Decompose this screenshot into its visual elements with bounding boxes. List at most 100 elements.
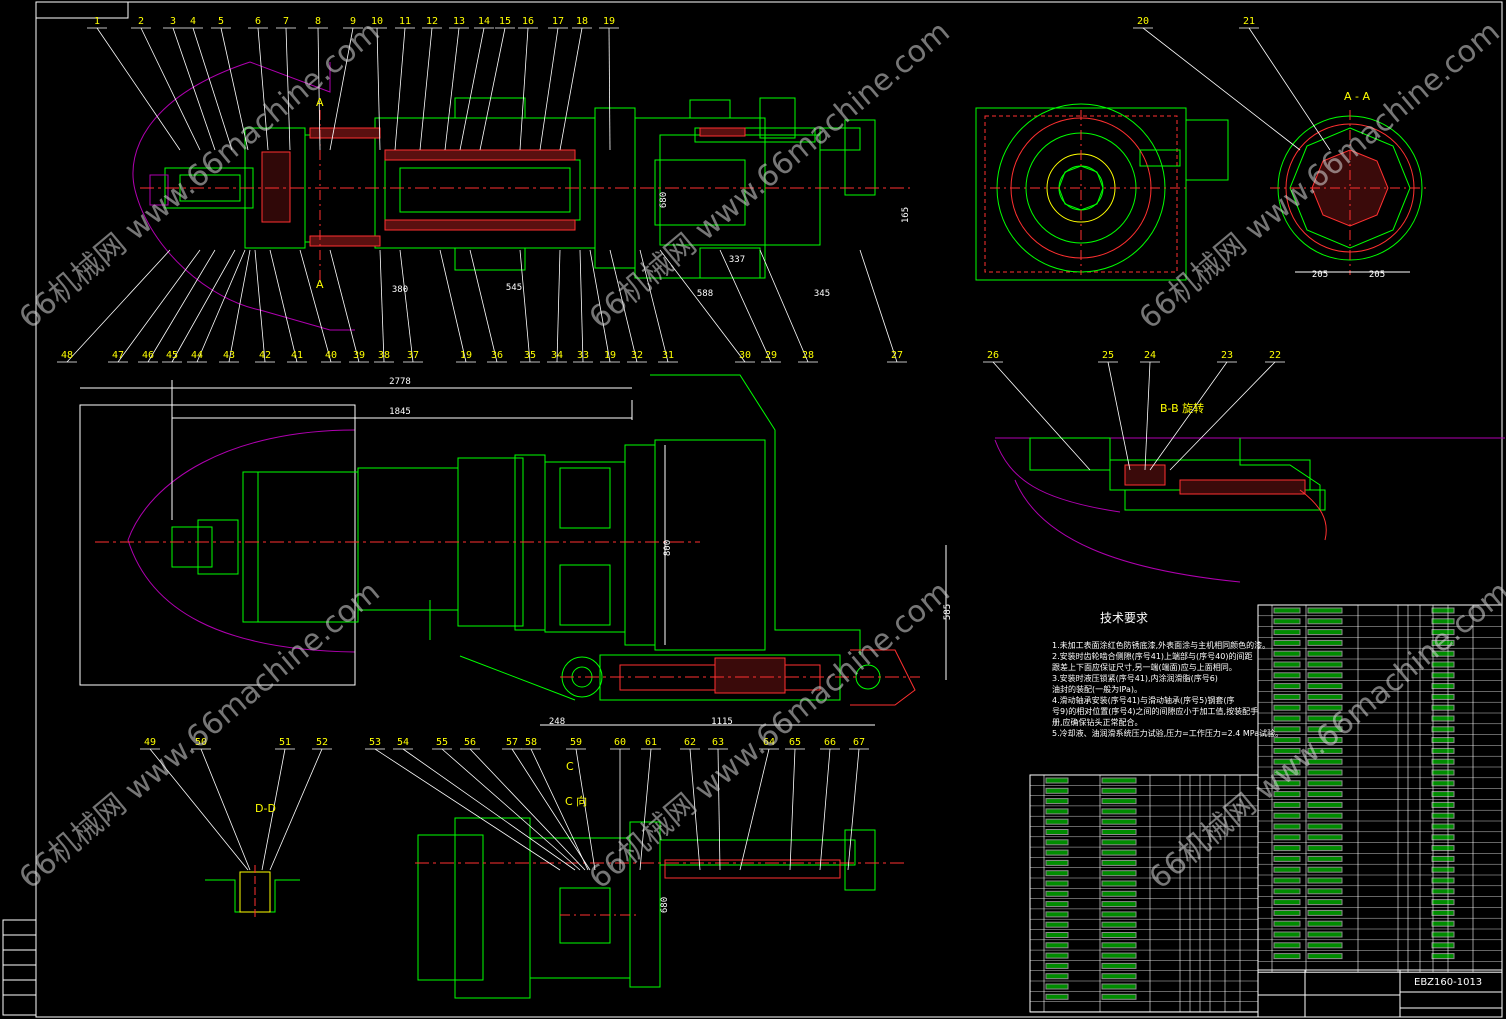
balloon-label: 9 (350, 16, 356, 27)
balloon-26: 26 (983, 350, 1091, 471)
balloon-62: 62 (680, 737, 701, 871)
balloon-64: 64 (739, 737, 779, 871)
balloon-65: 65 (785, 737, 805, 871)
balloon-42: 42 (254, 249, 275, 363)
drawing-number: EBZ160-1013 (1414, 977, 1482, 988)
balloon-label: 34 (551, 350, 563, 361)
balloon-23: 23 (1149, 350, 1237, 471)
balloon-44: 44 (187, 249, 246, 363)
balloon-label: 24 (1144, 350, 1156, 361)
balloon-41: 41 (269, 249, 307, 363)
balloon-label: 62 (684, 737, 696, 748)
balloon-label: 21 (1243, 16, 1255, 27)
balloon-label: 22 (1269, 350, 1281, 361)
balloon-47: 47 (108, 249, 201, 363)
balloon-15: 15 (479, 16, 515, 151)
balloon-label: 20 (1137, 16, 1149, 27)
section-bb-view (994, 437, 1505, 583)
balloon-label: 61 (645, 737, 657, 748)
balloon-3: 3 (163, 16, 216, 151)
balloon-label: 11 (399, 16, 411, 27)
view-labels: A - A B-B 旋转 C 向 D-D A A C (255, 90, 1370, 815)
balloon-label: 59 (570, 737, 582, 748)
balloon-13: 13 (444, 16, 469, 151)
balloon-label: 45 (166, 350, 178, 361)
balloon-label: 39 (353, 350, 365, 361)
tech-req-item: 号9)的相对位置(序号4)之间的间隙应小于加工值,按装配手 (1052, 706, 1258, 716)
balloon-30: 30 (659, 249, 755, 363)
balloon-33: 33 (573, 249, 593, 363)
dim-d3: 380 (392, 285, 408, 295)
dim-d8: 165 (901, 207, 911, 223)
balloon-57: 57 (502, 737, 591, 871)
balloon-66: 66 (819, 737, 840, 871)
balloon-22: 22 (1169, 350, 1285, 471)
balloon-67: 67 (847, 737, 869, 871)
tech-req-item: 5.冷却液、油润滑系统压力试验,压力=工作压力=2.4 MPa试验。 (1052, 728, 1283, 738)
balloon-label: 44 (191, 350, 203, 361)
balloon-label: 5 (218, 16, 224, 27)
label-aa: A - A (1344, 90, 1370, 103)
watermark-1: 66机械网 www.66machine.com (13, 14, 387, 336)
balloon-39: 39 (329, 249, 369, 363)
tech-req-item: 跟差上下面应保证尺寸,另一端(端面)应与上面相同。 (1052, 662, 1237, 672)
section-aa-view (1270, 110, 1430, 275)
balloon-14: 14 (459, 16, 494, 151)
balloon-45: 45 (162, 249, 236, 363)
balloon-50: 50 (191, 737, 251, 871)
dim-d4: 545 (506, 283, 522, 293)
balloon-label: 37 (407, 350, 419, 361)
watermark-5: 66机械网 www.66machine.com (583, 574, 957, 896)
balloon-label: 33 (577, 350, 589, 361)
balloon-54: 54 (393, 737, 576, 871)
balloon-28: 28 (759, 249, 818, 363)
balloon-label: 56 (464, 737, 476, 748)
balloon-label: 49 (144, 737, 156, 748)
balloon-label: 1 (94, 16, 100, 27)
balloon-label: 54 (397, 737, 409, 748)
balloon-label: 46 (142, 350, 154, 361)
balloon-16: 16 (518, 16, 538, 151)
balloon-label: 12 (426, 16, 438, 27)
dim-d15: 680 (659, 192, 669, 208)
balloon-label: 51 (279, 737, 291, 748)
balloon-label: 14 (478, 16, 490, 27)
balloon-label: 26 (987, 350, 999, 361)
balloon-label: 25 (1102, 350, 1114, 361)
flange-plan-view (975, 103, 1229, 281)
balloon-10: 10 (367, 16, 387, 151)
label-cc: C 向 (565, 794, 587, 808)
balloon-12: 12 (419, 16, 442, 151)
balloon-32: 32 (609, 249, 647, 363)
balloon-19: 19 (589, 249, 620, 363)
side-elevation-view (79, 374, 947, 726)
balloon-label: 16 (522, 16, 534, 27)
balloon-29: 29 (719, 249, 781, 363)
balloon-5: 5 (211, 16, 249, 151)
tech-req-item: 油封的装配(一般为IPa)。 (1052, 684, 1142, 694)
balloon-60: 60 (610, 737, 630, 870)
balloon-34: 34 (547, 249, 567, 363)
balloon-label: 2 (138, 16, 144, 27)
balloon-27: 27 (859, 249, 907, 363)
tech-req-item: 2.安装时齿轮啮合侧隙(序号41)上端部与(序号40)的间距 (1052, 651, 1252, 661)
balloon-19: 19 (599, 16, 619, 151)
balloon-label: 53 (369, 737, 381, 748)
balloon-6: 6 (248, 16, 269, 151)
balloon-label: 57 (506, 737, 518, 748)
balloon-label: 47 (112, 350, 124, 361)
balloon-label: 27 (891, 350, 903, 361)
balloon-label: 30 (739, 350, 751, 361)
balloon-53: 53 (365, 737, 561, 871)
balloon-label: 6 (255, 16, 261, 27)
balloon-label: 19 (460, 350, 472, 361)
balloon-label: 66 (824, 737, 836, 748)
balloon-40: 40 (299, 249, 341, 363)
parts-list-tables (1029, 604, 1503, 1013)
balloon-label: 40 (325, 350, 337, 361)
balloon-label: 42 (259, 350, 271, 361)
balloon-58: 58 (521, 737, 589, 871)
balloon-11: 11 (394, 16, 415, 151)
balloon-label: 18 (576, 16, 588, 27)
